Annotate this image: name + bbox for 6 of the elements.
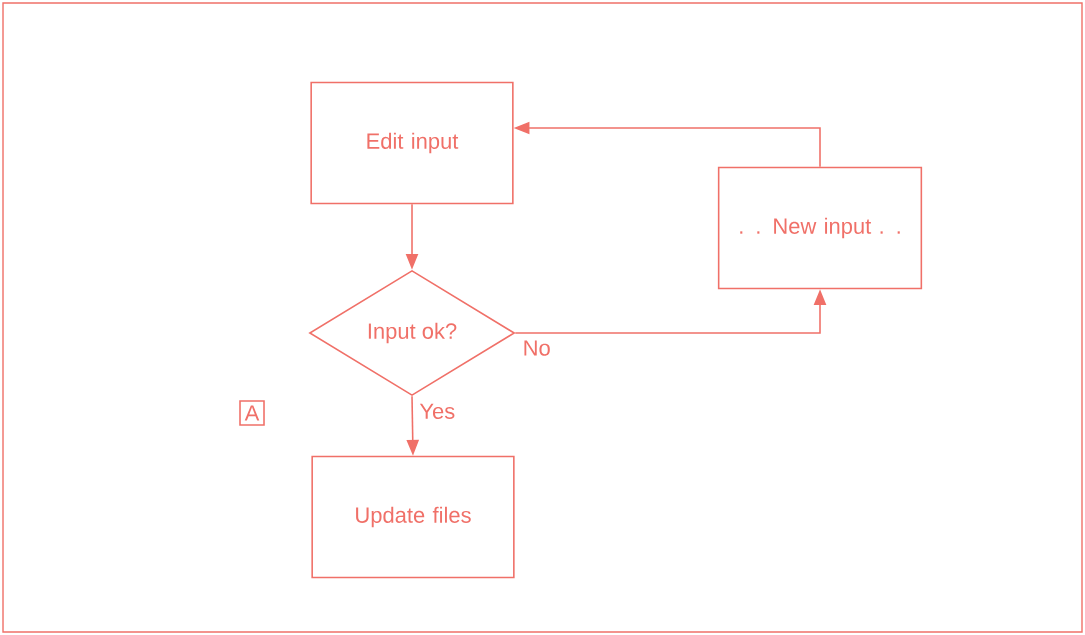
- process-box: Edit input: [310, 81, 514, 205]
- callout-letter: A: [239, 400, 265, 426]
- process-box: Update files: [311, 455, 515, 579]
- edge-label: Yes: [419, 403, 455, 419]
- process-box: . . New input . .: [717, 166, 923, 290]
- edge-label: No: [524, 340, 550, 356]
